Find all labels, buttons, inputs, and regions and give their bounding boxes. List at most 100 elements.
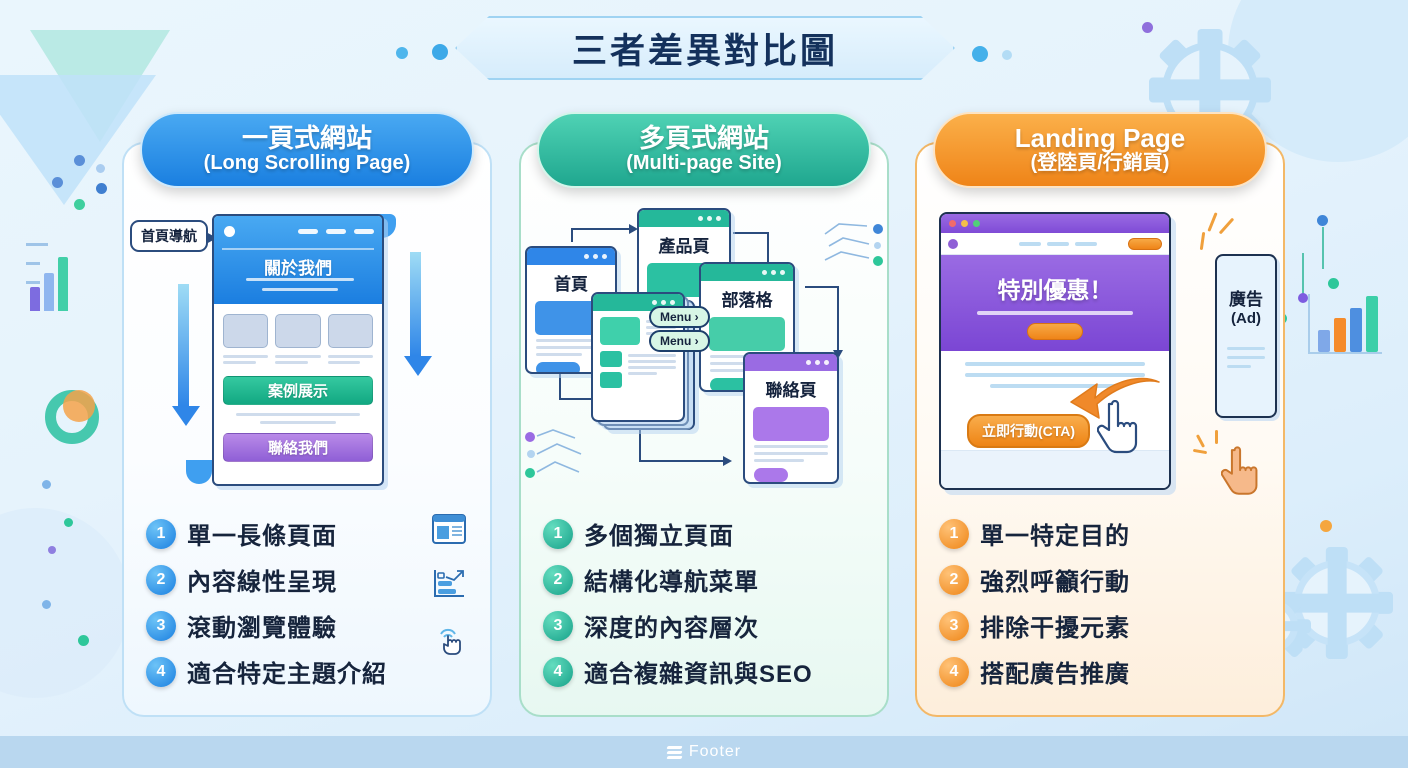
footer-strip xyxy=(941,450,1169,488)
decor-dot-blue-mid xyxy=(396,47,408,59)
page-curl-bottom-icon xyxy=(186,460,212,484)
browser-titlebar xyxy=(941,214,1169,233)
list-item: 4 適合複雜資訊與SEO xyxy=(543,654,873,689)
bullet-text: 單一長條頁面 xyxy=(187,523,337,550)
page-title-product: 產品頁 xyxy=(658,237,710,256)
bullet-text: 內容線性呈現 xyxy=(187,569,337,596)
page-title-banner: 三者差異對比圖 xyxy=(455,16,955,80)
column-header-main: Landing Page xyxy=(1014,122,1186,153)
site-logo-icon xyxy=(948,239,958,249)
list-item: 3 深度的內容層次 xyxy=(543,608,873,643)
bullet-text: 結構化導航菜單 xyxy=(584,569,759,596)
bullet-number: 4 xyxy=(939,656,969,687)
bullet-text: 搭配廣告推廣 xyxy=(980,661,1130,688)
cta-button[interactable]: 立即行動(CTA) xyxy=(967,414,1091,448)
menu-pill-2[interactable]: Menu › xyxy=(649,330,710,352)
decor-minibar-left xyxy=(30,255,68,311)
callout-home-nav: 首頁導航 xyxy=(130,220,217,252)
decor-dot-purple-top xyxy=(1142,22,1153,33)
bullet-text: 多個獨立頁面 xyxy=(584,523,734,550)
illustration-landing-page: 特別優惠！ 立即行動(CTA) 廣告 (Ad) xyxy=(917,202,1283,502)
flow-arrow-home-to-product xyxy=(571,224,641,242)
illustration-long-scrolling-page: 首頁導航 關於我們 xyxy=(124,202,490,502)
column-header-sub: (Multi-page Site) xyxy=(626,152,782,175)
decor-dot-blue-mid-2 xyxy=(432,44,448,60)
body-line-group xyxy=(941,351,1169,388)
bullet-number: 3 xyxy=(146,610,176,641)
page-window-contact: 聯絡頁 xyxy=(743,352,839,484)
list-item: 2 結構化導航菜單 xyxy=(543,562,873,597)
bullet-text: 單一特定目的 xyxy=(980,523,1130,550)
decor-node-right xyxy=(823,220,883,266)
decor-dot-ring xyxy=(52,155,110,213)
bullet-text: 強烈呼籲行動 xyxy=(980,569,1130,596)
bullet-number: 2 xyxy=(146,564,176,595)
decor-dots-lines-left-bottom xyxy=(42,470,112,560)
decor-dot-lightblue-right-title xyxy=(1002,50,1012,60)
page-title-home: 首頁 xyxy=(554,275,588,294)
hand-pointer-ad-icon xyxy=(1220,446,1261,501)
page-title: 三者差異對比圖 xyxy=(571,31,838,71)
decor-ring-donut-orange xyxy=(63,390,95,422)
mock-button-contact[interactable]: 聯絡我們 xyxy=(223,433,373,462)
bullet-text: 深度的內容層次 xyxy=(584,615,759,642)
window-titlebar xyxy=(701,264,793,281)
flow-arrow-blog-to-contact xyxy=(805,286,849,360)
column-header-sub: (登陸頁/行銷頁) xyxy=(1030,152,1170,175)
mock-line-group xyxy=(214,405,382,424)
list-item: 1 單一特定目的 xyxy=(939,516,1269,551)
column-card-one-page: 一頁式網站 (Long Scrolling Page) 首頁導航 xyxy=(122,112,492,717)
side-icon-group xyxy=(432,514,476,676)
browser-urlbar[interactable] xyxy=(941,233,1169,255)
mock-text-row xyxy=(214,348,382,367)
bullet-number: 2 xyxy=(939,564,969,595)
ad-panel: 廣告 (Ad) xyxy=(1215,254,1277,418)
bullet-number: 1 xyxy=(543,518,573,549)
window-titlebar xyxy=(745,354,837,371)
list-item: 3 滾動瀏覽體驗 xyxy=(146,608,476,643)
ad-label-sub: (Ad) xyxy=(1231,309,1261,327)
mock-page-header: 關於我們 xyxy=(214,216,382,304)
illustration-multi-page-site: 首頁 產品頁 部落格 xyxy=(521,202,887,502)
bullet-number: 3 xyxy=(543,610,573,641)
window-titlebar xyxy=(639,210,729,227)
bullet-number: 2 xyxy=(543,564,573,595)
bullet-number: 1 xyxy=(939,518,969,549)
bullet-text: 適合複雜資訊與SEO xyxy=(584,661,813,688)
page-title-contact: 聯絡頁 xyxy=(765,381,817,400)
decor-dot-blue-bottom xyxy=(42,600,51,609)
decor-dot-blue-right-title xyxy=(972,46,988,62)
menu-pill-1[interactable]: Menu › xyxy=(649,306,710,328)
bullet-number: 4 xyxy=(146,656,176,687)
curved-arrow-left-icon xyxy=(1067,370,1160,428)
mock-button-case-study[interactable]: 案例展示 xyxy=(223,376,373,405)
list-item: 1 多個獨立頁面 xyxy=(543,516,873,551)
bullet-text: 適合特定主題介紹 xyxy=(187,661,387,688)
decor-dot-teal-bottom xyxy=(78,635,89,646)
column-header-one-page: 一頁式網站 (Long Scrolling Page) xyxy=(140,112,474,188)
hero-headline: 特別優惠！ xyxy=(997,277,1113,303)
bullet-list-one-page: 1 單一長條頁面 2 內容線性呈現 3 滾動瀏覽體驗 4 適合特定主題介紹 xyxy=(146,516,476,700)
logo-dot-icon xyxy=(224,226,235,237)
column-card-multi-page: 多頁式網站 (Multi-page Site) xyxy=(519,112,889,717)
bullet-text: 滾動瀏覽體驗 xyxy=(187,615,337,642)
nav-cta-button[interactable] xyxy=(1128,238,1162,250)
decor-growth-chart-right xyxy=(1308,290,1386,354)
hero-section: 特別優惠！ xyxy=(941,255,1169,351)
mock-long-page: 關於我們 案例展示 聯絡我們 xyxy=(212,214,384,486)
list-item: 2 強烈呼籲行動 xyxy=(939,562,1269,597)
decor-node-left-bottom xyxy=(525,428,595,478)
hero-button[interactable] xyxy=(1027,323,1083,340)
bullet-list-multi-page: 1 多個獨立頁面 2 結構化導航菜單 3 深度的內容層次 4 適合複雜資訊與SE… xyxy=(543,516,873,700)
list-item: 3 排除干擾元素 xyxy=(939,608,1269,643)
column-header-landing-page: Landing Page (登陸頁/行銷頁) xyxy=(933,112,1267,188)
layout-page-icon xyxy=(432,514,476,560)
column-header-sub: (Long Scrolling Page) xyxy=(203,152,411,175)
footer-label: Footer xyxy=(688,743,742,760)
mock-card-row xyxy=(214,304,382,348)
bullet-number: 3 xyxy=(939,610,969,641)
decor-circle-bottom-left xyxy=(0,508,130,698)
column-header-main: 多頁式網站 xyxy=(638,122,769,153)
bullet-list-landing-page: 1 單一特定目的 2 強烈呼籲行動 3 排除干擾元素 4 搭配廣告推廣 xyxy=(939,516,1269,700)
